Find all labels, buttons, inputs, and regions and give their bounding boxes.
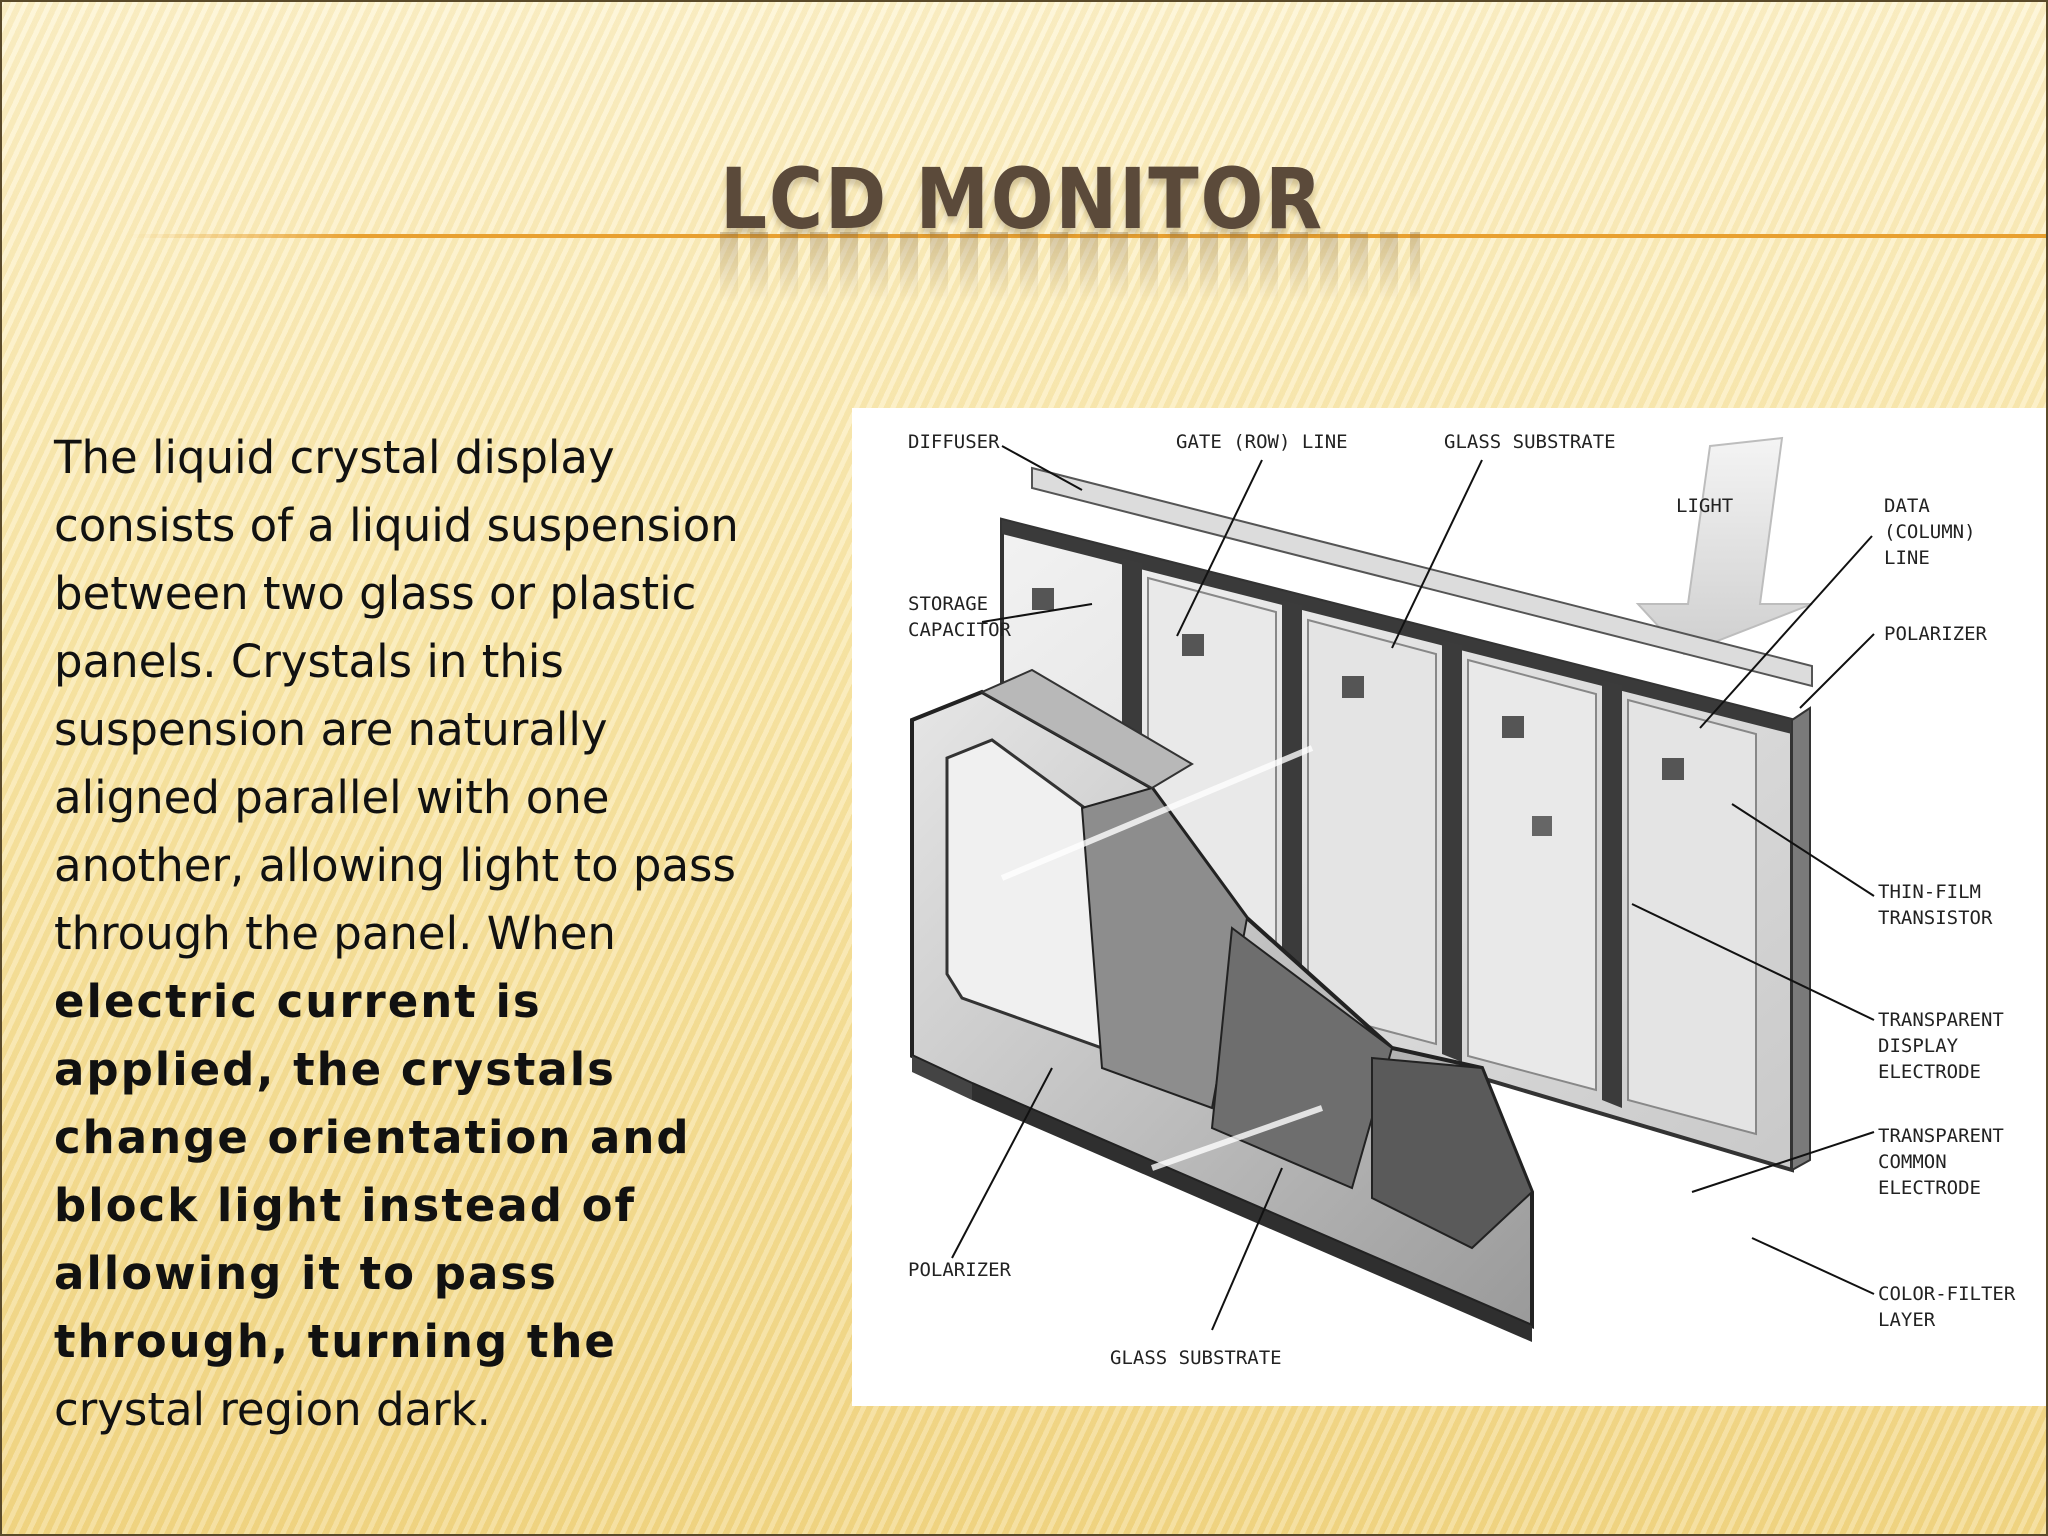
label-color-filter-1: COLOR-FILTER — [1878, 1283, 2016, 1305]
body-text-bold: electric current is applied, the crystal… — [54, 975, 691, 1368]
lcd-diagram: DIFFUSER GATE (ROW) LINE GLASS SUBSTRATE… — [852, 408, 2048, 1406]
body-text-regular-1: The liquid crystal display consists of a… — [54, 431, 739, 960]
label-tde-2: DISPLAY — [1878, 1035, 1959, 1057]
label-polarizer-bottom: POLARIZER — [908, 1259, 1012, 1281]
label-tde-1: TRANSPARENT — [1878, 1009, 2004, 1031]
label-diffuser: DIFFUSER — [908, 431, 1000, 453]
label-polarizer-top: POLARIZER — [1884, 623, 1988, 645]
label-data-line-1: DATA — [1884, 495, 1930, 517]
label-glass-substrate-top: GLASS SUBSTRATE — [1444, 431, 1616, 453]
body-text-regular-2: crystal region dark. — [54, 1383, 491, 1436]
label-storage-capacitor-1: STORAGE — [908, 593, 988, 615]
leader-lines — [951, 445, 1875, 1331]
label-tft-2: TRANSISTOR — [1878, 907, 1993, 929]
title-divider — [130, 234, 2048, 238]
label-data-line-3: LINE — [1884, 547, 1930, 569]
label-gate-line: GATE (ROW) LINE — [1176, 431, 1348, 453]
label-data-line-2: (COLUMN) — [1884, 521, 1976, 543]
label-tde-3: ELECTRODE — [1878, 1061, 1981, 1083]
diagram-labels: DIFFUSER GATE (ROW) LINE GLASS SUBSTRATE… — [908, 431, 2016, 1369]
label-tce-2: COMMON — [1878, 1151, 1947, 1173]
label-storage-capacitor-2: CAPACITOR — [908, 619, 1012, 641]
body-paragraph: The liquid crystal display consists of a… — [54, 424, 774, 1444]
front-panel — [910, 668, 1534, 1342]
label-color-filter-2: LAYER — [1878, 1309, 1936, 1331]
label-tce-1: TRANSPARENT — [1878, 1125, 2004, 1147]
light-arrow-icon — [1635, 436, 1813, 656]
label-tce-3: ELECTRODE — [1878, 1177, 1981, 1199]
slide-title: LCD MONITOR — [720, 150, 1324, 248]
label-tft-1: THIN-FILM — [1878, 881, 1981, 903]
label-light: LIGHT — [1676, 495, 1733, 517]
title-reflection — [720, 232, 1420, 302]
label-glass-substrate-bottom: GLASS SUBSTRATE — [1110, 1347, 1282, 1369]
